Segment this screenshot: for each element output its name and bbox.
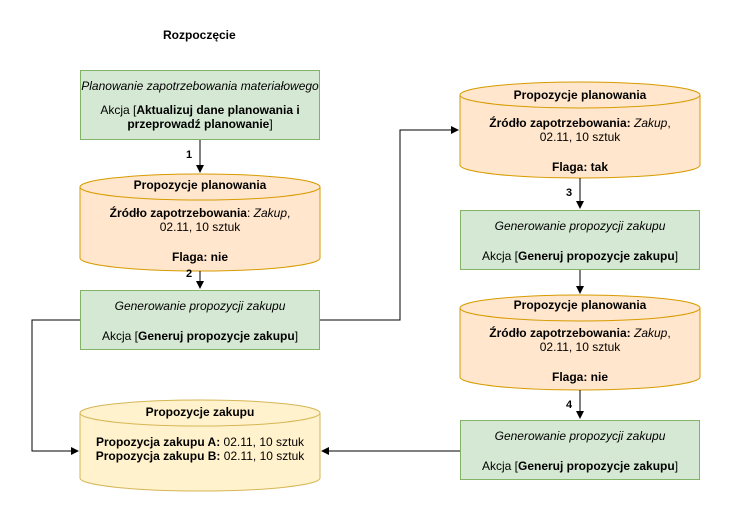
planning-proposals-2-title: Propozycje planowania — [513, 88, 647, 102]
process-gen1: Generowanie propozycji zakupu Akcja [Gen… — [80, 290, 320, 350]
diagram-heading: Rozpoczęcie — [163, 28, 236, 42]
process-plan-title: Planowanie zapotrzebowania materiałowego — [81, 79, 319, 93]
process-plan-action: Akcja [Aktualizuj dane planowania i prze… — [100, 103, 300, 131]
process-gen2-title: Generowanie propozycji zakupu — [494, 219, 666, 233]
step-number-2: 2 — [186, 268, 193, 280]
process-gen1-action: Akcja [Generuj propozycje zakupu] — [101, 329, 299, 343]
planning-proposals-1-flag: Flaga: nie — [171, 250, 228, 264]
process-gen1-title: Generowanie propozycji zakupu — [114, 299, 286, 313]
planning-proposals-2: Propozycje planowania Źródło zapotrzebow… — [460, 88, 700, 174]
planning-proposals-3-source: Źródło zapotrzebowania: Zakup, — [489, 326, 671, 340]
planning-proposals-2-source: Źródło zapotrzebowania: Zakup, — [489, 116, 671, 130]
process-gen3-action: Akcja [Generuj propozycje zakupu] — [481, 459, 679, 473]
planning-proposals-1-detail: 02.11, 10 sztuk — [159, 220, 241, 234]
process-plan: Planowanie zapotrzebowania materiałowego… — [80, 70, 320, 140]
planning-proposals-3: Propozycje planowania Źródło zapotrzebow… — [460, 298, 700, 384]
planning-proposals-3-flag: Flaga: nie — [551, 370, 608, 384]
process-gen2: Generowanie propozycji zakupu Akcja [Gen… — [460, 210, 700, 270]
step-number-3: 3 — [566, 187, 573, 199]
planning-proposals-3-detail: 02.11, 10 sztuk — [539, 340, 621, 354]
process-gen3-title: Generowanie propozycji zakupu — [494, 429, 666, 443]
step-number-1: 1 — [186, 149, 193, 161]
process-gen2-action: Akcja [Generuj propozycje zakupu] — [481, 249, 679, 263]
cylinder-pp1 — [79, 173, 321, 272]
planning-proposals-2-flag: Flaga: tak — [551, 160, 608, 174]
cylinder-pp2 — [459, 81, 701, 179]
planning-proposals-1: Propozycje planowania Źródło zapotrzebow… — [80, 178, 320, 264]
purchase-proposal-a: Propozycja zakupu A: 02.11, 10 sztuk — [95, 435, 305, 449]
purchase-proposals: Propozycje zakupu Propozycja zakupu A: 0… — [80, 405, 320, 463]
planning-proposals-1-title: Propozycje planowania — [133, 178, 267, 192]
planning-proposals-1-source: Źródło zapotrzebowania: Zakup, — [109, 206, 291, 220]
edge-gen1-to-pz — [31, 319, 80, 455]
process-gen3: Generowanie propozycji zakupu Akcja [Gen… — [460, 420, 700, 480]
purchase-proposals-title: Propozycje zakupu — [145, 405, 255, 419]
cylinder-pz — [79, 399, 321, 492]
planning-proposals-3-title: Propozycje planowania — [513, 298, 647, 312]
purchase-proposal-b: Propozycja zakupu B: 02.11, 10 sztuk — [95, 449, 305, 463]
edge-gen1-to-pp2 — [320, 126, 459, 321]
step-number-4: 4 — [566, 399, 573, 411]
planning-proposals-2-detail: 02.11, 10 sztuk — [539, 130, 621, 144]
